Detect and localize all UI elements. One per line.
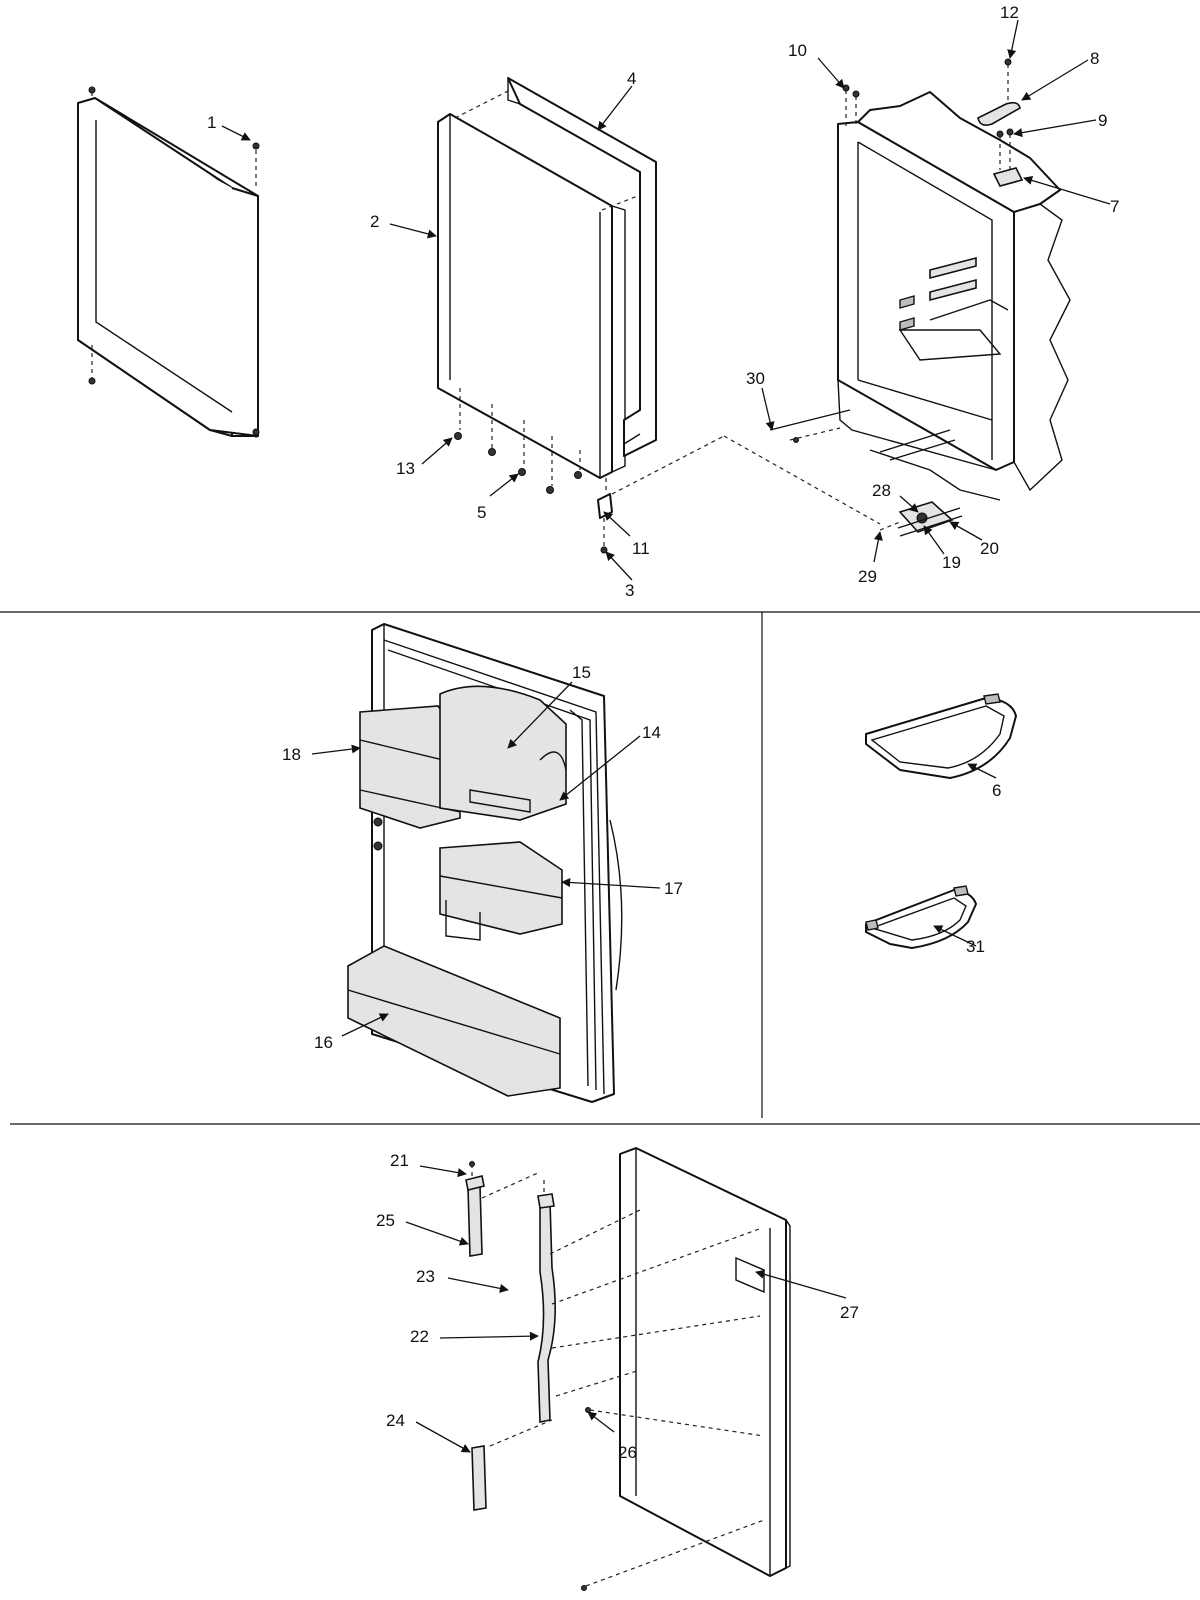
outer-door-panel xyxy=(619,1147,791,1577)
callout-14: 14 xyxy=(642,723,661,742)
inner-door-panel xyxy=(437,89,641,479)
callout-29: 29 xyxy=(858,567,877,586)
callout-28: 28 xyxy=(872,481,891,500)
callout-26: 26 xyxy=(618,1443,637,1462)
bottom-door-bin xyxy=(347,945,561,1097)
cabinet-liner xyxy=(837,91,1071,501)
middle-right-bin xyxy=(439,841,563,935)
callout-6: 6 xyxy=(992,781,1001,800)
callout-2: 2 xyxy=(370,212,379,231)
callout-17: 17 xyxy=(664,879,683,898)
door-handle-assembly xyxy=(465,1161,765,1591)
callout-4: 4 xyxy=(627,69,636,88)
callout-20: 20 xyxy=(980,539,999,558)
callout-31: 31 xyxy=(966,937,985,956)
section-dividers xyxy=(0,611,1200,1125)
upper-left-bin xyxy=(359,705,461,829)
hinge-cover-part xyxy=(977,101,1021,126)
callout-leaders xyxy=(221,19,1111,1453)
door-trim-frame xyxy=(77,86,260,438)
door-gasket xyxy=(507,77,657,457)
callout-11: 11 xyxy=(632,539,650,558)
callout-27: 27 xyxy=(840,1303,859,1322)
callout-10: 10 xyxy=(788,41,807,60)
callout-25: 25 xyxy=(376,1211,395,1230)
callout-9: 9 xyxy=(1098,111,1107,130)
callout-18: 18 xyxy=(282,745,301,764)
callout-23: 23 xyxy=(416,1267,435,1286)
callout-3: 3 xyxy=(625,581,634,600)
handle-bar xyxy=(537,1201,556,1423)
door-label xyxy=(735,1256,765,1294)
shelf-part-6 xyxy=(865,693,1017,779)
callout-8: 8 xyxy=(1090,49,1099,68)
callout-21: 21 xyxy=(390,1151,409,1170)
callout-22: 22 xyxy=(410,1327,429,1346)
upper-handle-trim xyxy=(467,1185,483,1257)
callout-12: 12 xyxy=(1000,3,1019,22)
lower-hinge-part xyxy=(597,493,613,519)
lower-handle-trim xyxy=(471,1445,487,1511)
dairy-compartment-part xyxy=(439,685,567,821)
inner-door-with-bins xyxy=(347,623,623,1103)
callout-16: 16 xyxy=(314,1033,333,1052)
callout-24: 24 xyxy=(386,1411,405,1430)
callout-15: 15 xyxy=(572,663,591,682)
callout-19: 19 xyxy=(942,553,961,572)
callout-7: 7 xyxy=(1110,197,1119,216)
callout-5: 5 xyxy=(477,503,486,522)
callout-13: 13 xyxy=(396,459,415,478)
callout-1: 1 xyxy=(207,113,216,132)
callout-30: 30 xyxy=(746,369,765,388)
callout-labels: 1 2 3 4 5 6 7 8 9 10 11 12 13 14 15 16 1… xyxy=(207,3,1119,1462)
upper-hinge-part xyxy=(992,167,1024,187)
cabinet-top-hardware xyxy=(842,58,1024,187)
